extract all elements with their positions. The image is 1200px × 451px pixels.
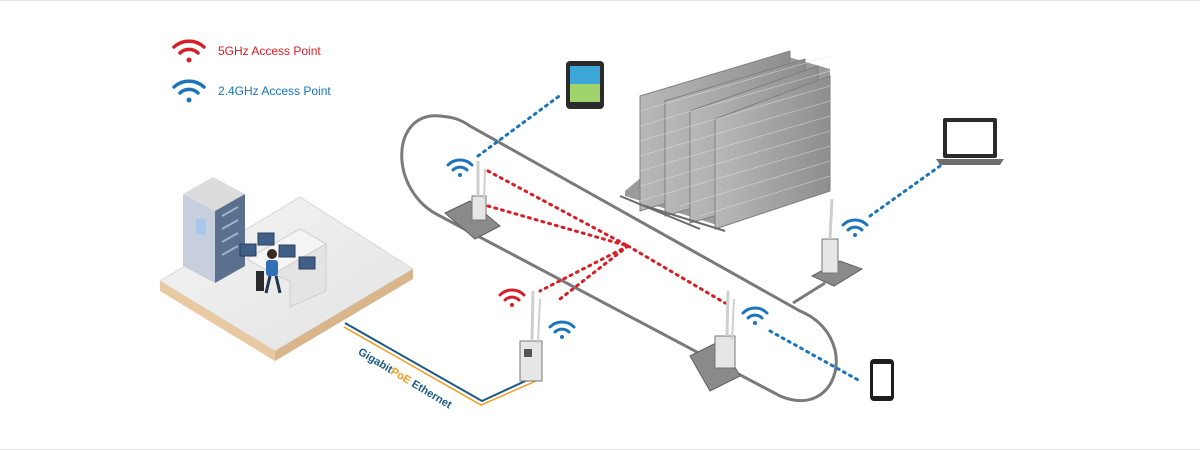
wifi-icon: [498, 288, 526, 307]
access-point-3: [689, 290, 741, 392]
access-point-1: [444, 161, 501, 240]
access-point-4: [810, 198, 864, 287]
laptop-device: [936, 118, 1004, 165]
access-point-2: [519, 290, 543, 382]
legend-label-5ghz: 5GHz Access Point: [218, 44, 321, 58]
legend: 5GHz Access Point 2.4GHz Access Point: [172, 31, 331, 111]
wifi-icon: [741, 306, 769, 325]
operator-person: [256, 249, 282, 294]
tablet-device: [566, 61, 604, 109]
legend-item-24ghz: 2.4GHz Access Point: [172, 71, 331, 111]
wifi-icon: [841, 218, 869, 237]
wifi-icon: [172, 39, 206, 63]
rail-track-loop: [400, 114, 838, 403]
legend-label-24ghz: 2.4GHz Access Point: [218, 84, 331, 98]
wifi-icon: [172, 79, 206, 103]
link-5ghz: [486, 169, 727, 305]
server-rack: [183, 177, 245, 283]
link-24ghz: [476, 92, 942, 383]
wifi-icon: [446, 158, 474, 177]
smartphone-device: [870, 359, 894, 401]
legend-item-5ghz: 5GHz Access Point: [172, 31, 331, 71]
wifi-icon: [548, 320, 576, 339]
warehouse-storage-racks: [619, 50, 831, 232]
control-room: [159, 177, 414, 361]
